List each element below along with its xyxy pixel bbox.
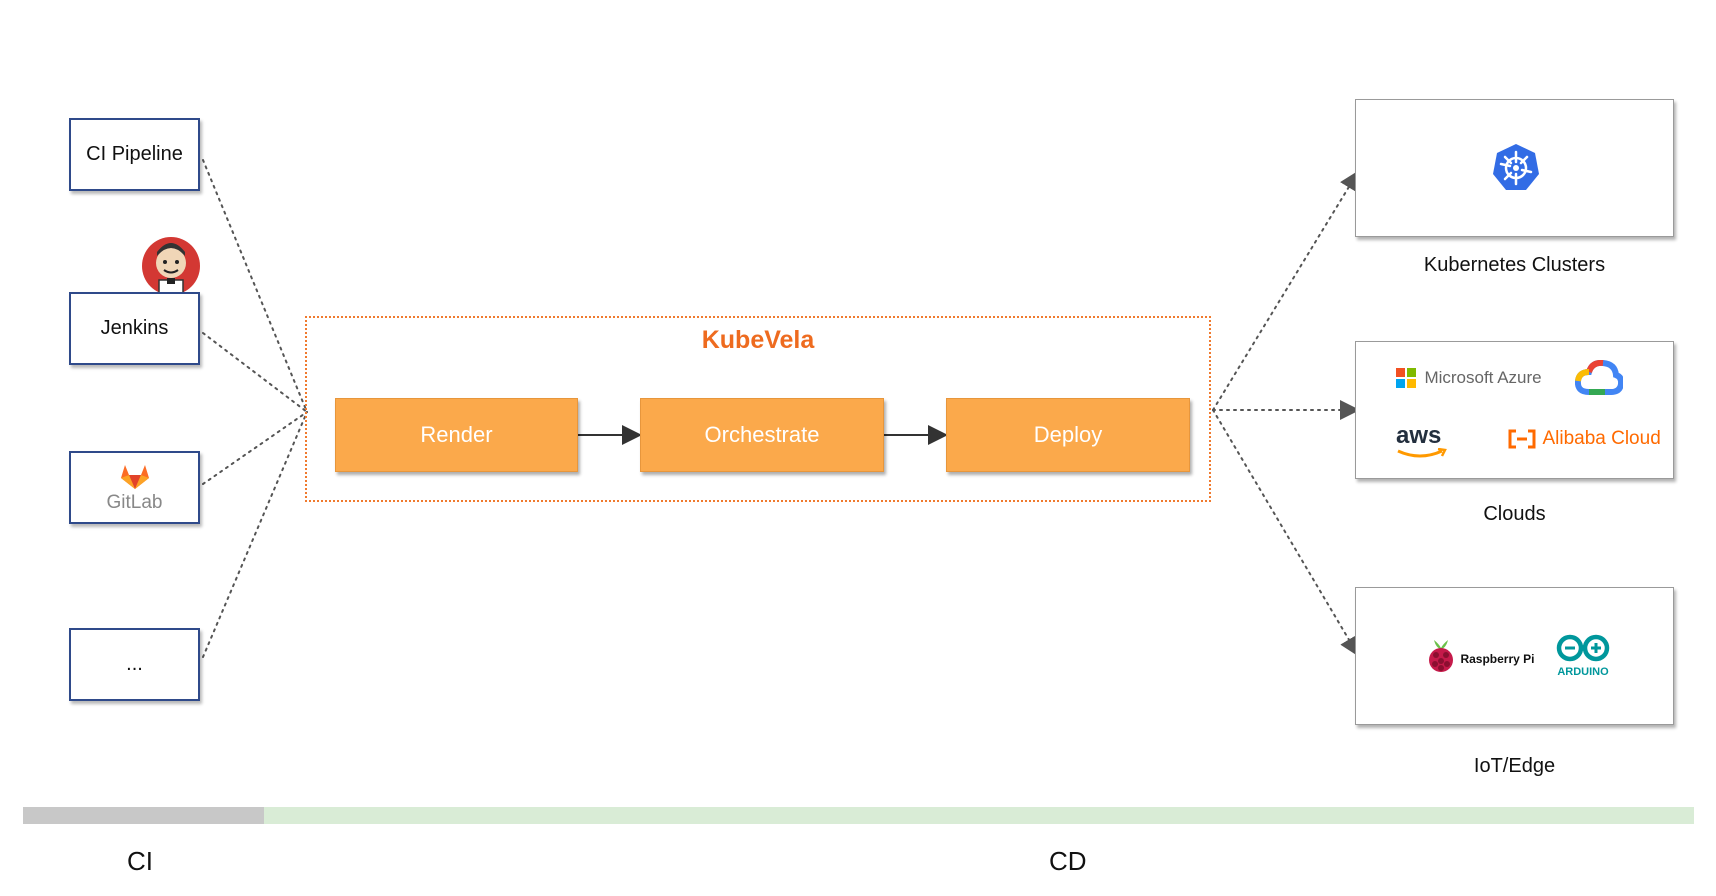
clouds-target-box: Microsoft Azure aws Alibaba Cloud xyxy=(1355,341,1674,479)
kubernetes-caption: Kubernetes Clusters xyxy=(1423,254,1606,276)
raspberry-pi-logo: Raspberry Pi xyxy=(1426,636,1535,674)
link-ci-pipeline xyxy=(202,159,308,413)
ci-pipeline-label: CI Pipeline xyxy=(86,143,183,165)
google-cloud-icon xyxy=(1575,360,1623,395)
kubevela-frame xyxy=(305,316,1211,502)
link-kubernetes xyxy=(1212,170,1360,411)
stage-orchestrate: Orchestrate xyxy=(640,398,884,472)
stage-orchestrate-label: Orchestrate xyxy=(704,422,820,447)
ci-phase-label: CI xyxy=(127,846,153,876)
stage-render: Render xyxy=(335,398,578,472)
jenkins-logo-icon xyxy=(140,230,202,300)
stage-render-label: Render xyxy=(420,422,493,447)
alibaba-cloud-logo-text: Alibaba Cloud xyxy=(1542,428,1661,449)
jenkins-box: Jenkins xyxy=(69,292,200,365)
ci-pipeline-box: CI Pipeline xyxy=(69,118,200,191)
aws-smile-icon xyxy=(1397,448,1447,458)
cd-phase-band xyxy=(264,807,1694,824)
clouds-caption: Clouds xyxy=(1483,503,1546,525)
iot-target-box: Raspberry Pi ARDUINO xyxy=(1355,587,1674,725)
others-label: ... xyxy=(126,653,143,675)
aws-logo-text: aws xyxy=(1396,422,1442,449)
azure-logo-text: Microsoft Azure xyxy=(1424,368,1542,387)
microsoft-windows-icon xyxy=(1396,368,1416,388)
kubevela-title: KubeVela xyxy=(701,326,815,354)
link-gitlab xyxy=(202,411,308,485)
gitlab-fox-icon xyxy=(120,464,149,489)
raspberry-icon xyxy=(1429,640,1453,672)
alibaba-cloud-logo: Alibaba Cloud xyxy=(1508,428,1661,450)
kubernetes-target-box xyxy=(1355,99,1674,237)
aws-logo: aws xyxy=(1396,422,1456,458)
azure-logo: Microsoft Azure xyxy=(1396,368,1542,388)
arduino-infinity-icon xyxy=(1556,634,1610,662)
others-box: ... xyxy=(69,628,200,701)
arduino-logo-text: ARDUINO xyxy=(1557,666,1609,678)
ci-phase-band xyxy=(23,807,264,824)
link-iot xyxy=(1212,409,1360,657)
link-jenkins xyxy=(202,332,308,413)
kubernetes-icon xyxy=(1493,144,1539,190)
gitlab-label: GitLab xyxy=(106,491,163,513)
cd-phase-label: CD xyxy=(1049,846,1087,876)
stage-deploy-label: Deploy xyxy=(1033,422,1103,447)
raspberry-pi-logo-text: Raspberry Pi xyxy=(1460,652,1535,666)
gitlab-box: GitLab xyxy=(69,451,200,524)
link-others xyxy=(202,411,308,658)
alibaba-bracket-icon xyxy=(1508,429,1536,449)
arduino-logo: ARDUINO xyxy=(1552,634,1614,678)
stage-deploy: Deploy xyxy=(946,398,1190,472)
iot-caption: IoT/Edge xyxy=(1473,755,1556,777)
jenkins-label: Jenkins xyxy=(100,317,169,339)
